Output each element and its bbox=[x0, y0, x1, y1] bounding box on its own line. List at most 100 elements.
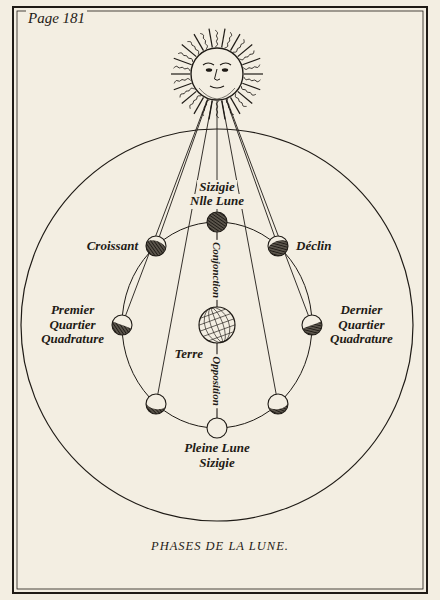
sun-ray bbox=[233, 39, 244, 52]
sun-ray bbox=[244, 73, 263, 74]
sun-ray bbox=[222, 29, 225, 48]
phase-label: Sizigie bbox=[197, 180, 236, 195]
phase-label: Dernier Quartier bbox=[336, 303, 386, 332]
earth-globe: Terre bbox=[199, 307, 235, 343]
sun-ray bbox=[241, 86, 256, 95]
globe-shape bbox=[198, 306, 236, 344]
phase-label: Terre bbox=[173, 347, 205, 362]
moon-phase: Premier QuartierQuadrature bbox=[112, 315, 132, 335]
globe-grid bbox=[194, 302, 240, 348]
sun-ray-line bbox=[159, 99, 208, 236]
moon-disc bbox=[207, 418, 227, 438]
sun-ray bbox=[243, 65, 260, 70]
illustration-part bbox=[109, 315, 132, 338]
sun-ray bbox=[174, 66, 191, 71]
sun-ray bbox=[242, 83, 260, 89]
moon-phase: SizigieNlle Lune bbox=[207, 212, 227, 232]
sun-ray bbox=[190, 96, 201, 109]
sun-rays bbox=[171, 29, 263, 120]
phase-label: Nlle Lune bbox=[188, 194, 246, 209]
moon-phase: Croissant bbox=[146, 236, 166, 256]
sun-eye bbox=[222, 68, 228, 72]
sun-eye bbox=[206, 68, 212, 72]
moon-shape bbox=[301, 314, 323, 336]
sun-ray bbox=[180, 88, 195, 97]
moon-shape bbox=[267, 235, 289, 257]
outer-circle bbox=[21, 129, 413, 521]
moon-shape bbox=[206, 211, 228, 233]
sun-ray bbox=[222, 101, 225, 120]
sun-ray bbox=[202, 100, 209, 116]
label-group: Dernier QuartierQuadrature bbox=[328, 303, 395, 347]
label-group: Croissant bbox=[85, 239, 140, 254]
lunar-orbit bbox=[122, 222, 312, 428]
sun-ray bbox=[216, 101, 218, 118]
moon-phase bbox=[268, 394, 290, 416]
phase-label: Déclin bbox=[294, 239, 333, 254]
illustration-part bbox=[267, 236, 291, 259]
phase-label: Quadrature bbox=[39, 332, 106, 347]
sun bbox=[171, 29, 263, 120]
outer-frame bbox=[13, 7, 427, 593]
sun-ray bbox=[200, 33, 207, 49]
sun-ray bbox=[215, 30, 217, 47]
label-group: Pleine LuneSizigie bbox=[182, 441, 251, 470]
sun-ray bbox=[174, 79, 191, 84]
sun-ray bbox=[235, 94, 246, 107]
label-group: SizigieNlle Lune bbox=[188, 180, 246, 209]
label-group: Terre bbox=[173, 347, 205, 362]
phase-label: Sizigie bbox=[197, 456, 236, 471]
moon-outline bbox=[207, 212, 227, 232]
sun-ray bbox=[239, 51, 254, 60]
phase-label: Pleine Lune bbox=[182, 441, 251, 456]
globe-meridian bbox=[205, 306, 229, 344]
moon-shape bbox=[206, 417, 228, 439]
moon-shape bbox=[145, 235, 167, 257]
sun-ray bbox=[174, 83, 192, 89]
sun-disc bbox=[191, 48, 243, 100]
illustration-part bbox=[207, 418, 227, 438]
sun-ray bbox=[178, 53, 193, 62]
alignment-label: Conjonction bbox=[211, 239, 223, 299]
sun-ray bbox=[242, 58, 260, 64]
moon-phase: Pleine LuneSizigie bbox=[207, 418, 227, 438]
moon-outline bbox=[146, 394, 166, 414]
moon-phase: Déclin bbox=[268, 236, 288, 256]
sun-ray bbox=[194, 34, 204, 50]
sun-ray bbox=[174, 58, 192, 64]
sun-ray bbox=[227, 99, 234, 115]
globe-meridian bbox=[211, 308, 223, 342]
sun-ray bbox=[244, 77, 261, 82]
phase-label: Premier Quartier bbox=[47, 303, 97, 332]
sun-ray bbox=[187, 42, 198, 55]
phase-label: Croissant bbox=[85, 239, 140, 254]
moon-outline bbox=[268, 394, 288, 414]
moon-phase bbox=[144, 394, 166, 416]
title-text: PHASES DE LA LUNE. bbox=[149, 539, 291, 553]
moon-phase: Dernier QuartierQuadrature bbox=[302, 315, 322, 335]
page-number-text: Page 181 bbox=[26, 10, 87, 26]
globe-meridian bbox=[200, 304, 235, 346]
moon-disc bbox=[207, 212, 227, 232]
moon-shape bbox=[111, 314, 133, 336]
moon-outline bbox=[207, 418, 227, 438]
sun-nose bbox=[215, 69, 221, 80]
moon-outline bbox=[302, 315, 322, 335]
sun-chin bbox=[199, 88, 235, 99]
moon-outline bbox=[268, 236, 288, 256]
sun-ray bbox=[209, 101, 212, 120]
moon-shadow bbox=[207, 212, 227, 232]
label-group: Déclin bbox=[294, 239, 333, 254]
sun-ray bbox=[225, 32, 232, 48]
sun-ray-line bbox=[226, 99, 275, 236]
sun-brows bbox=[203, 63, 231, 65]
sun-mouth bbox=[210, 86, 224, 88]
moon-outline bbox=[146, 236, 166, 256]
moon-outline bbox=[112, 315, 132, 335]
sun-ray bbox=[209, 29, 212, 48]
sun-ray bbox=[182, 91, 197, 103]
inner-frame bbox=[17, 11, 423, 589]
page-number: Page 181 bbox=[26, 10, 87, 27]
